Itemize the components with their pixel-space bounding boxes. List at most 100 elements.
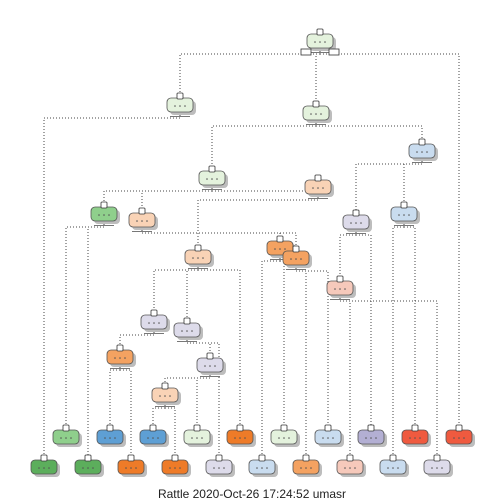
tree-split-node: [140, 309, 170, 334]
node-value-mark: [288, 437, 290, 439]
node-box: [30, 459, 58, 475]
tree-edge: [355, 229, 372, 430]
node-value-mark: [370, 437, 372, 439]
split-condition-mark: [188, 268, 208, 269]
tree-edge: [164, 402, 176, 460]
tree-leaf-node: [183, 424, 213, 447]
node-box: [270, 429, 298, 445]
split-condition-mark: [177, 341, 197, 342]
tree-edge: [403, 158, 423, 207]
tree-edge: [197, 194, 319, 250]
split-condition-mark: [110, 368, 130, 369]
node-value-mark: [197, 257, 199, 259]
node-box: [140, 314, 168, 330]
tree-split-node: [304, 174, 334, 199]
node-value-mark: [360, 222, 362, 224]
node-value-mark: [319, 41, 321, 43]
node-value-mark: [421, 151, 423, 153]
node-box: [282, 250, 310, 266]
node-value-mark: [82, 467, 84, 469]
node-value-mark: [354, 467, 356, 469]
tree-split-node: [390, 201, 420, 226]
tree-split-node: [408, 138, 438, 163]
node-value-mark: [365, 437, 367, 439]
node-value-mark: [135, 467, 137, 469]
tree-split-node: [326, 275, 356, 300]
node-value-mark: [179, 467, 181, 469]
node-value-mark: [104, 437, 106, 439]
node-value-mark: [397, 467, 399, 469]
node-number-tab: [208, 165, 216, 173]
node-box: [151, 387, 179, 403]
tree-leaf-node: [336, 454, 366, 477]
node-value-mark: [284, 248, 286, 250]
node-number-tab: [258, 454, 266, 462]
node-value-mark: [114, 437, 116, 439]
node-value-mark: [283, 437, 285, 439]
tree-leaf-node: [30, 454, 60, 477]
node-value-mark: [426, 151, 428, 153]
node-value-mark: [414, 437, 416, 439]
node-value-mark: [408, 214, 410, 216]
node-value-mark: [169, 467, 171, 469]
node-value-mark: [324, 41, 326, 43]
tree-edge: [153, 264, 199, 315]
tree-split-node: [342, 209, 372, 234]
tree-leaf-node: [401, 424, 431, 447]
node-value-mark: [216, 178, 218, 180]
node-value-mark: [398, 214, 400, 216]
node-value-mark: [65, 437, 67, 439]
node-box: [161, 459, 189, 475]
node-number-tab: [150, 309, 158, 317]
tree-edge: [65, 221, 105, 430]
node-value-mark: [441, 467, 443, 469]
node-value-mark: [332, 437, 334, 439]
node-number-tab: [346, 454, 354, 462]
node-number-tab: [127, 454, 135, 462]
tree-edge: [315, 120, 423, 144]
node-box: [336, 459, 364, 475]
node-value-mark: [327, 437, 329, 439]
node-value-mark: [239, 437, 241, 439]
tree-edge: [392, 221, 405, 460]
node-number-tab: [161, 382, 169, 390]
node-value-mark: [322, 187, 324, 189]
node-value-mark: [436, 467, 438, 469]
node-value-mark: [124, 357, 126, 359]
node-value-mark: [223, 467, 225, 469]
node-number-tab: [40, 454, 48, 462]
tree-edge: [196, 372, 211, 430]
node-value-mark: [103, 214, 105, 216]
node-box: [173, 322, 201, 338]
tree-leaf-node: [270, 424, 300, 447]
node-box: [314, 429, 342, 445]
node-value-mark: [234, 437, 236, 439]
node-box: [184, 249, 212, 265]
node-value-mark: [148, 322, 150, 324]
tree-edges: [43, 48, 460, 460]
node-box: [128, 212, 156, 228]
split-condition-mark: [132, 231, 152, 232]
node-number-tab: [100, 201, 108, 209]
split-condition-mark: [412, 162, 432, 163]
node-number-tab: [455, 424, 463, 432]
node-value-mark: [256, 467, 258, 469]
node-value-mark: [108, 214, 110, 216]
tree-leaf-node: [226, 424, 256, 447]
node-value-mark: [344, 288, 346, 290]
tree-edge: [279, 255, 285, 430]
tree-split-node: [184, 244, 214, 269]
node-number-tab: [149, 424, 157, 432]
node-value-mark: [290, 258, 292, 260]
node-value-mark: [87, 467, 89, 469]
node-value-mark: [375, 437, 377, 439]
node-number-tab: [176, 92, 184, 100]
tree-nodes: [30, 28, 475, 477]
node-box: [357, 429, 385, 445]
tree-split-node: [196, 352, 226, 377]
node-value-mark: [169, 395, 171, 397]
split-condition-mark: [330, 299, 350, 300]
node-value-mark: [322, 437, 324, 439]
node-value-mark: [278, 437, 280, 439]
